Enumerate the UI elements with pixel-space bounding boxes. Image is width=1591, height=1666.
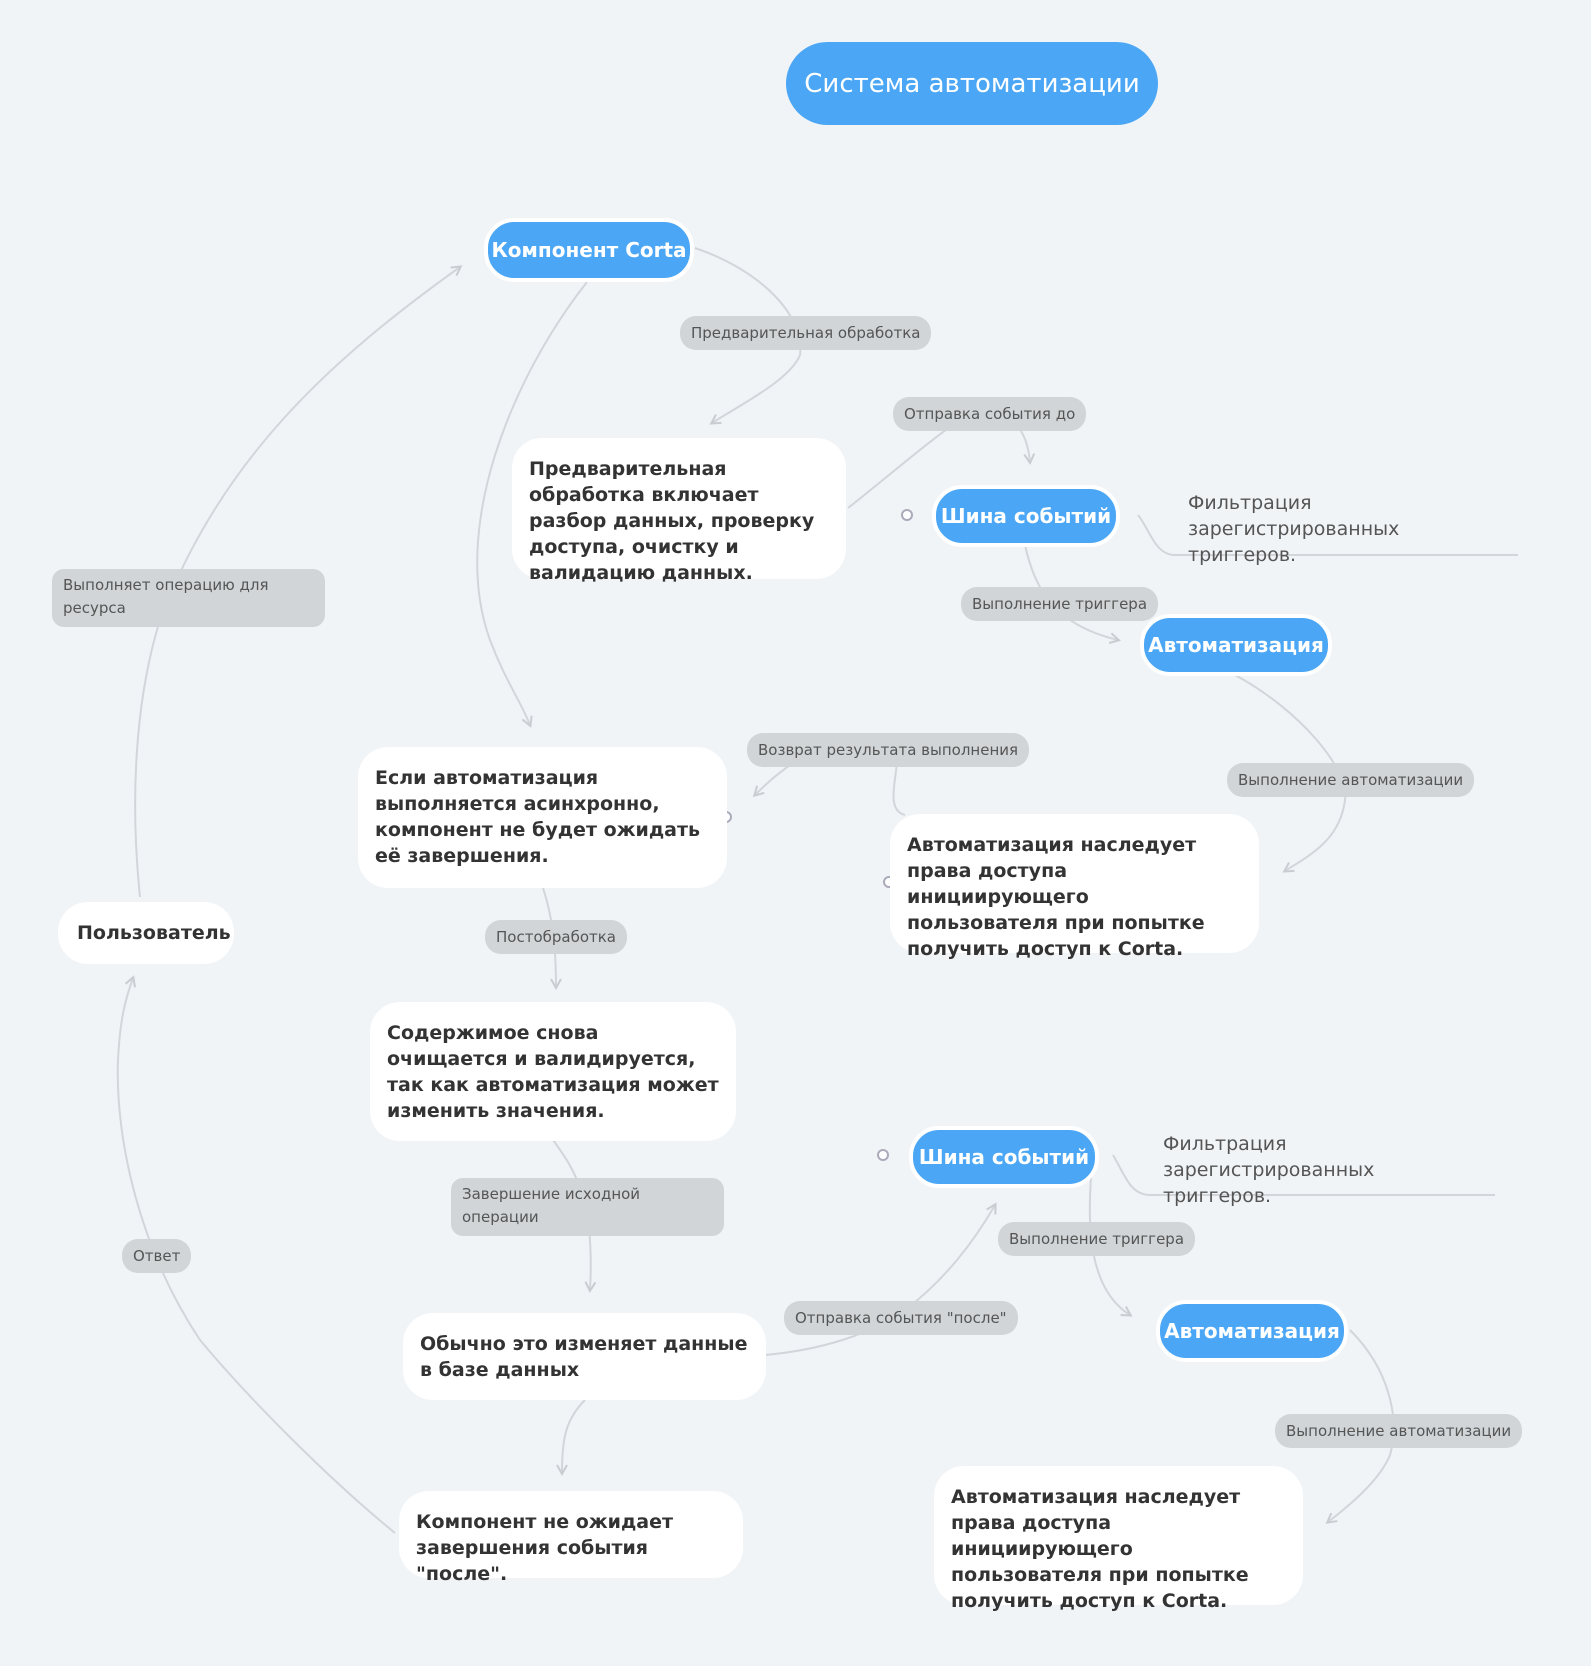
node-revalidate[interactable]: Содержимое снова очищается и валидируетс… <box>370 1002 736 1141</box>
node-event-bus-1[interactable]: Шина событий <box>932 485 1120 547</box>
node-automation-rights-1[interactable]: Автоматизация наследует права доступа ин… <box>890 814 1259 960</box>
label-trigger-exec-1: Выполнение триггера <box>961 587 1159 621</box>
note-filter-2: Фильтрация зарегистрированных триггеров. <box>1163 1133 1375 1207</box>
node-no-wait[interactable]: Компонент не ожидает завершения события … <box>399 1491 743 1585</box>
label-preprocessing: Предварительная обработка <box>680 316 932 350</box>
edge-changes-to-nowait <box>562 1399 586 1473</box>
node-async-note[interactable]: Если автоматизация выполняется асинхронн… <box>358 747 727 888</box>
node-changes-db[interactable]: Обычно это изменяет данные в базе данных <box>403 1313 766 1400</box>
label-trigger-exec-2: Выполнение триггера <box>998 1222 1196 1256</box>
label-finish-original: Завершение исходной операции <box>451 1178 724 1236</box>
note-filter-1: Фильтрация зарегистрированных триггеров. <box>1188 492 1400 566</box>
node-automation-1[interactable]: Автоматизация <box>1140 614 1332 676</box>
collapse-knob-event-bus-2[interactable] <box>877 1149 889 1161</box>
diagram-title: Система автоматизации <box>786 42 1158 125</box>
collapse-knob-event-bus-1[interactable] <box>901 509 913 521</box>
label-send-event-after: Отправка события "после" <box>784 1301 1018 1335</box>
node-automation-rights-2[interactable]: Автоматизация наследует права доступа ин… <box>934 1466 1303 1612</box>
node-component-corta[interactable]: Компонент Corta <box>484 218 694 282</box>
label-postprocessing: Постобработка <box>485 920 627 954</box>
label-automation-exec-2: Выполнение автоматизации <box>1275 1414 1523 1448</box>
label-return-result: Возврат результата выполнения <box>747 733 1030 767</box>
label-response: Ответ <box>122 1239 192 1273</box>
label-performs-operation: Выполняет операцию для ресурса <box>52 569 325 627</box>
node-user[interactable]: Пользователь <box>58 902 234 964</box>
node-event-bus-2[interactable]: Шина событий <box>909 1126 1099 1188</box>
node-preprocessing-desc[interactable]: Предварительная обработка включает разбо… <box>512 438 846 584</box>
label-automation-exec-1: Выполнение автоматизации <box>1227 763 1475 797</box>
node-automation-2[interactable]: Автоматизация <box>1156 1300 1348 1362</box>
label-send-event-before: Отправка события до <box>893 397 1087 431</box>
